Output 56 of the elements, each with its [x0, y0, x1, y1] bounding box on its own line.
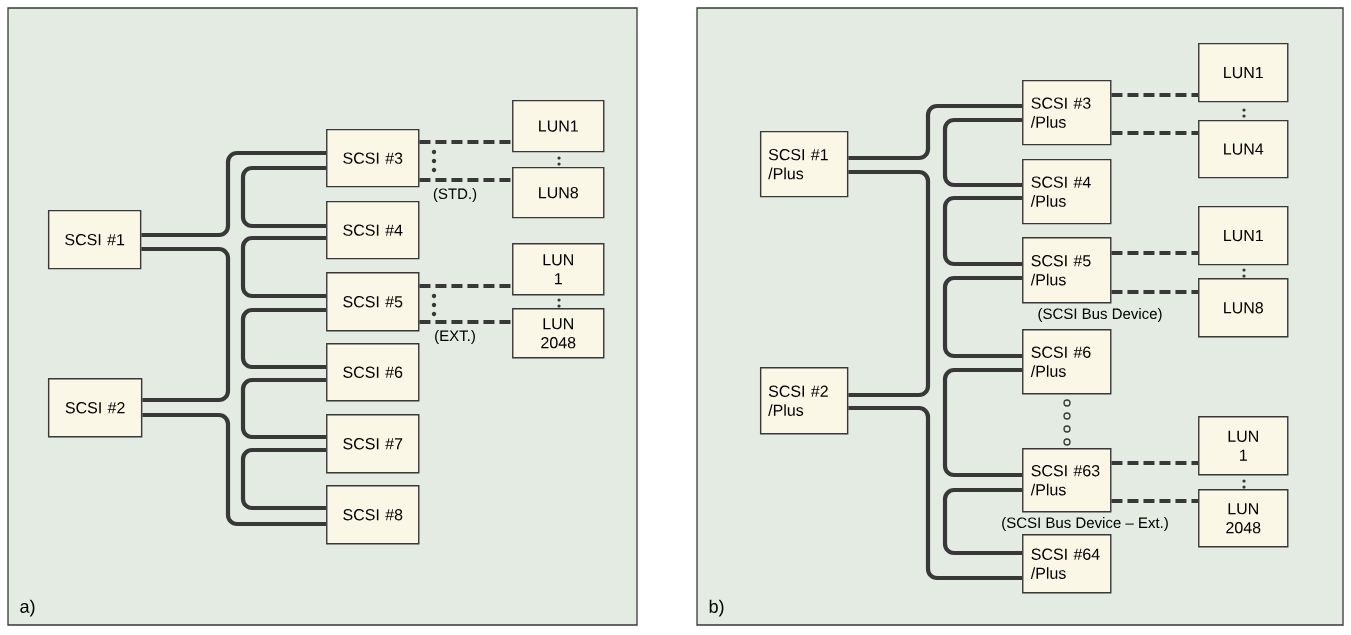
dashed-connector — [1111, 290, 1199, 294]
device-box: SCSI #4 /Plus — [1022, 158, 1112, 225]
bus-cable — [848, 405, 1023, 581]
dashed-connector — [419, 284, 513, 288]
bus-cable — [942, 195, 1023, 267]
dashed-connector — [1111, 93, 1199, 97]
annotation-text: (SCSI Bus Device – Ext.) — [1000, 516, 1170, 532]
device-box: SCSI #6 /Plus — [1022, 329, 1112, 395]
lun-box: LUN8 — [1198, 278, 1289, 338]
bus-cable — [141, 150, 327, 238]
device-box: SCSI #1 — [47, 209, 142, 270]
lun-box: LUN 2048 — [512, 308, 605, 359]
lun-box: LUN1 — [1198, 42, 1289, 103]
device-box: SCSI #3 /Plus — [1022, 79, 1112, 146]
bus-cable — [141, 246, 231, 403]
dashed-connector — [1111, 499, 1199, 503]
device-box: SCSI #64 /Plus — [1022, 534, 1112, 594]
device-box: SCSI #3 — [326, 128, 420, 188]
bus-cable — [942, 275, 1023, 359]
lun-box: LUN8 — [512, 166, 605, 219]
bus-cable — [942, 367, 1023, 478]
device-box: SCSI #2 — [47, 378, 143, 438]
device-box: SCSI #7 — [326, 414, 420, 474]
lun-box: LUN1 — [1198, 205, 1289, 266]
bus-cable — [240, 377, 327, 440]
dashed-connector — [1111, 131, 1199, 135]
device-box: SCSI #5 — [326, 272, 420, 332]
bus-cable — [240, 235, 327, 299]
bus-cable — [942, 117, 1023, 188]
device-box: SCSI #6 — [326, 343, 420, 402]
lun-box: LUN4 — [1198, 119, 1289, 179]
bus-cable — [942, 487, 1023, 556]
lun-box: LUN 1 — [512, 243, 605, 296]
annotation-text: (STD.) — [431, 187, 479, 203]
bus-cable — [240, 447, 327, 511]
bus-cable — [142, 412, 327, 527]
device-box: SCSI #1 /Plus — [759, 130, 849, 198]
dashed-connector — [419, 320, 513, 324]
lun-box: LUN 2048 — [1198, 489, 1289, 548]
dashed-connector — [419, 140, 513, 144]
device-box: SCSI #63 /Plus — [1022, 448, 1112, 513]
dashed-connector — [419, 178, 513, 182]
lun-box: LUN 1 — [1198, 416, 1289, 476]
dashed-connector — [1111, 461, 1199, 465]
annotation-text: (SCSI Bus Device) — [1036, 307, 1164, 323]
bus-cable — [848, 103, 1023, 161]
bus-cable — [240, 165, 327, 229]
device-box: SCSI #8 — [326, 485, 420, 545]
lun-box: LUN1 — [512, 99, 605, 153]
bus-cable — [240, 307, 327, 370]
bus-cable — [848, 169, 931, 398]
device-box: SCSI #5 /Plus — [1022, 237, 1112, 304]
device-box: SCSI #4 — [326, 200, 420, 260]
device-box: SCSI #2 /Plus — [759, 367, 849, 435]
annotation-text: (EXT.) — [433, 329, 477, 345]
dashed-connector — [1111, 251, 1199, 255]
